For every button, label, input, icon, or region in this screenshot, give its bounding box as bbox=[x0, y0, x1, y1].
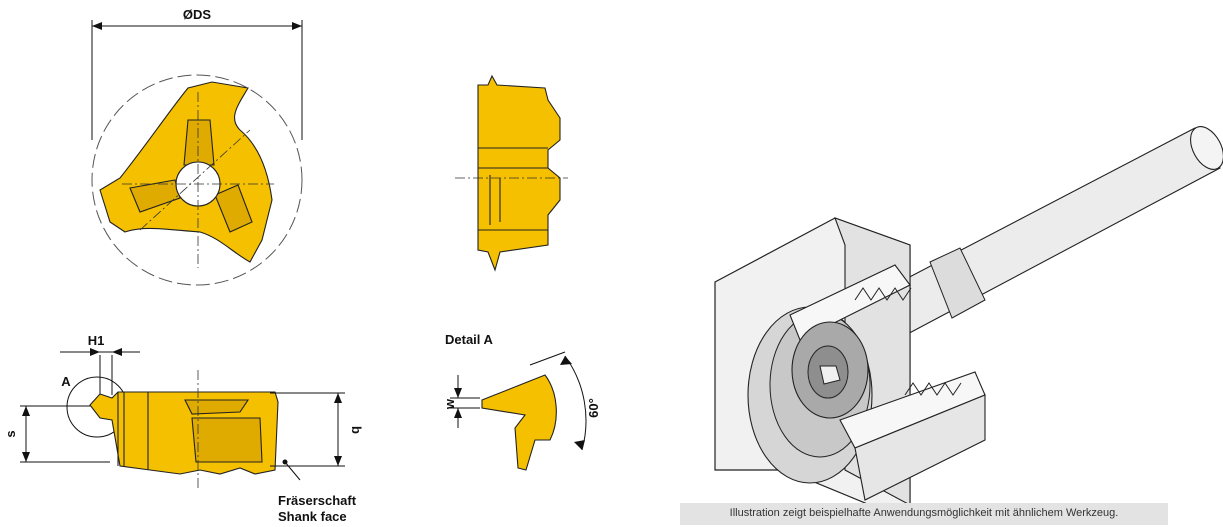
a-label: A bbox=[61, 374, 71, 389]
application-illustration bbox=[714, 126, 1223, 506]
diameter-label: ØDS bbox=[183, 7, 212, 22]
b-label: b bbox=[349, 426, 364, 434]
caption-bar: Illustration zeigt beispielhafte Anwendu… bbox=[680, 503, 1168, 525]
caption-text: Illustration zeigt beispielhafte Anwendu… bbox=[729, 507, 1119, 519]
insert-side-view bbox=[455, 74, 568, 272]
detail-a: Detail A w 60° bbox=[442, 332, 601, 471]
s-label: s bbox=[3, 430, 18, 437]
h1-label: H1 bbox=[88, 333, 105, 348]
angle-label: 60° bbox=[586, 398, 601, 418]
shank-face-label-de: Fräserschaft bbox=[278, 493, 357, 508]
detail-a-title: Detail A bbox=[445, 332, 494, 347]
shank-face-label-en: Shank face bbox=[278, 509, 347, 524]
w-label: w bbox=[442, 398, 457, 410]
insert-front-view: H1 A s b Fräserschaft Shank face bbox=[3, 333, 364, 524]
insert-top-view: ØDS bbox=[91, 7, 303, 286]
